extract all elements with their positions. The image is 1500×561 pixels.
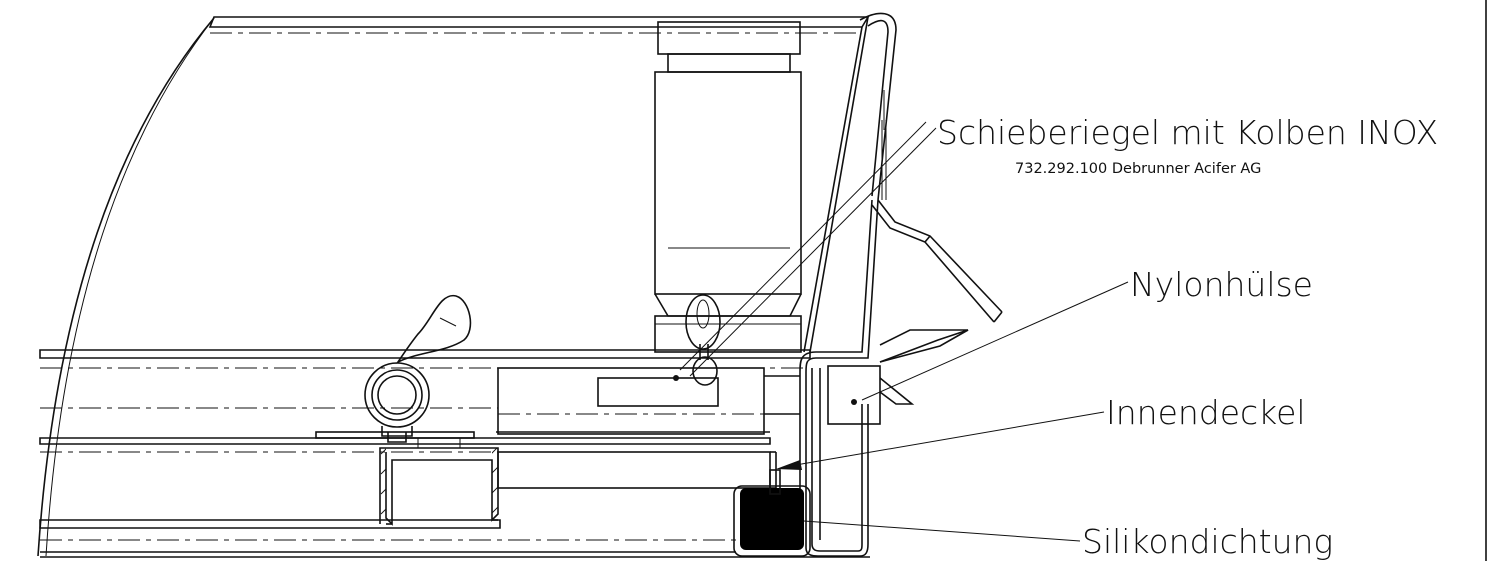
callout-schieberiegel: Schieberiegel mit Kolben INOX	[937, 113, 1438, 152]
piston-cylinder	[654, 21, 802, 353]
silicone-seal	[733, 469, 811, 557]
side-flap	[871, 199, 1003, 323]
inner-lid	[497, 451, 777, 489]
callout-silikondichtung: Silikondichtung	[1082, 522, 1333, 561]
leader-lines	[679, 121, 1129, 542]
callout-schieberiegel-ref: 732.292.100 Debrunner Acifer AG	[1015, 161, 1261, 177]
right-wall	[799, 199, 879, 557]
body-arc-inner	[45, 17, 215, 557]
nylon-sleeve-block	[827, 329, 969, 425]
bottom-plates	[39, 519, 870, 558]
u-channel	[379, 438, 499, 526]
body-arc	[37, 17, 215, 557]
slide-bolt-housing	[497, 367, 800, 435]
base-plate	[39, 431, 771, 453]
top-lid	[208, 12, 897, 353]
callout-nylonhuelse: Nylonhülse	[1130, 265, 1313, 304]
wing-knob-centre	[685, 294, 721, 386]
callout-innendeckel: Innendeckel	[1106, 393, 1306, 432]
wing-nut-left	[364, 294, 472, 443]
